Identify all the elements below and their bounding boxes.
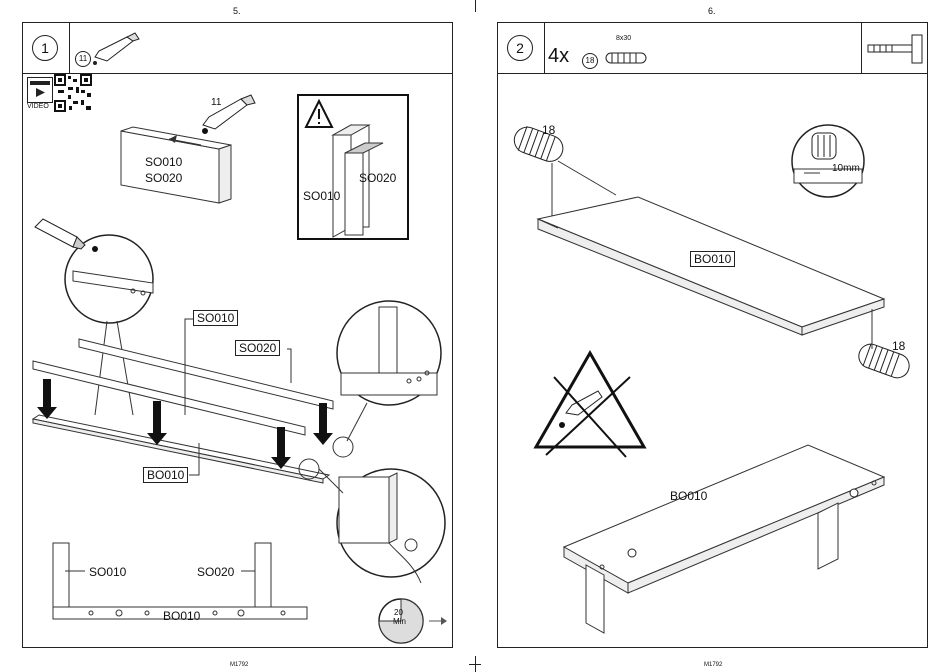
warning-label-so020: SO020: [359, 171, 396, 185]
callout-bo010: BO010: [143, 467, 188, 483]
left-footer-code: M1792: [230, 662, 248, 668]
callout-so010: SO010: [193, 310, 238, 326]
callout-so020: SO020: [235, 340, 280, 356]
bottom-label-so020: SO020: [197, 565, 234, 579]
board-label-boxed: BO010: [690, 251, 735, 267]
dowel-label-bottom: 18: [892, 339, 905, 353]
left-instruction-panel: 1 11 VIDEO: [22, 22, 453, 648]
crop-mark-top: [475, 0, 476, 12]
measure-label: 10mm: [832, 163, 860, 174]
right-footer-code: M1792: [704, 662, 722, 668]
right-assembly-illustration: [498, 23, 929, 649]
right-page-number: 6.: [708, 6, 716, 16]
right-instruction-panel: 2 4x 18 8x30: [497, 22, 928, 648]
top-piece-label-so020: SO020: [145, 171, 182, 185]
left-assembly-illustration: [23, 23, 454, 649]
warning-label-so010: SO010: [303, 189, 340, 203]
bottom-label-so010: SO010: [89, 565, 126, 579]
dowel-label-top: 18: [542, 123, 555, 137]
bottom-label-bo010: BO010: [163, 609, 200, 623]
top-piece-label-so010: SO010: [145, 155, 182, 169]
timer-unit: Min: [393, 617, 406, 626]
board-label-plain: BO010: [670, 489, 707, 503]
timer-value: 20: [394, 608, 403, 617]
crop-mark-bottom-h: [469, 664, 481, 665]
left-page-number: 5.: [233, 6, 241, 16]
glue-callout-number: 11: [211, 97, 221, 108]
